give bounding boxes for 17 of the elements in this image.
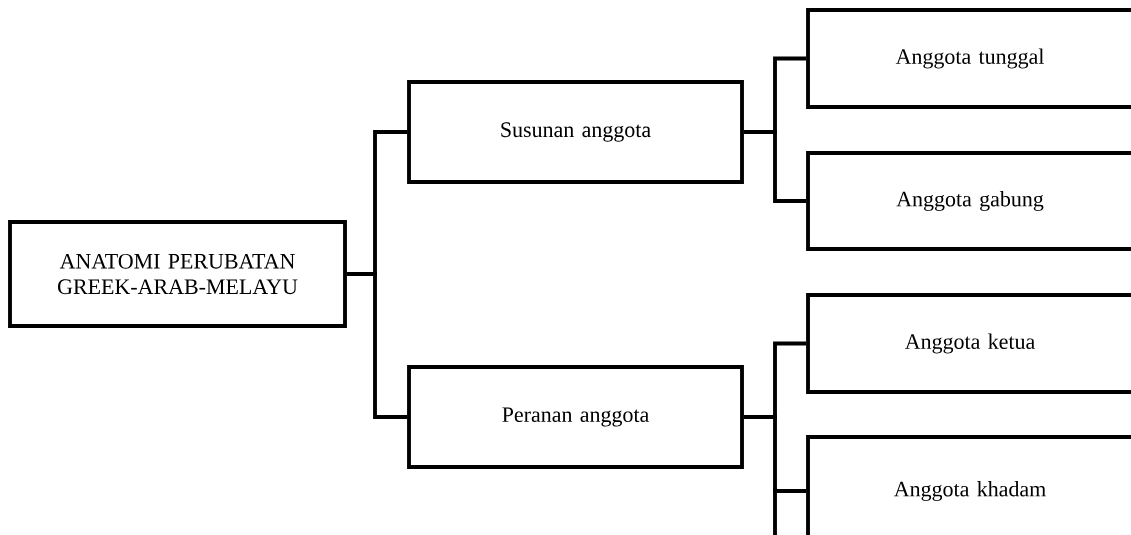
box <box>806 8 1131 109</box>
box-label: Peranan anggota <box>502 407 649 427</box>
box-label: Susunan anggota <box>501 122 651 142</box>
connector <box>743 415 807 493</box>
box-label: Anggota ketua <box>904 333 1035 354</box>
box <box>806 293 1131 394</box>
box-label: Anggota gabung <box>896 191 1044 211</box>
box-label: ANATOMI PERUBATAN GREEK-ARAB-MELAYU <box>58 253 298 295</box>
connector <box>346 272 408 419</box>
box-label: Anggota tunggal <box>895 48 1044 69</box>
box <box>407 365 744 469</box>
box <box>8 220 347 328</box>
box <box>407 80 744 184</box>
connector <box>743 130 807 203</box>
box <box>806 151 1131 251</box>
box <box>806 435 1131 535</box>
box-label: Anggota khadam <box>893 481 1046 501</box>
